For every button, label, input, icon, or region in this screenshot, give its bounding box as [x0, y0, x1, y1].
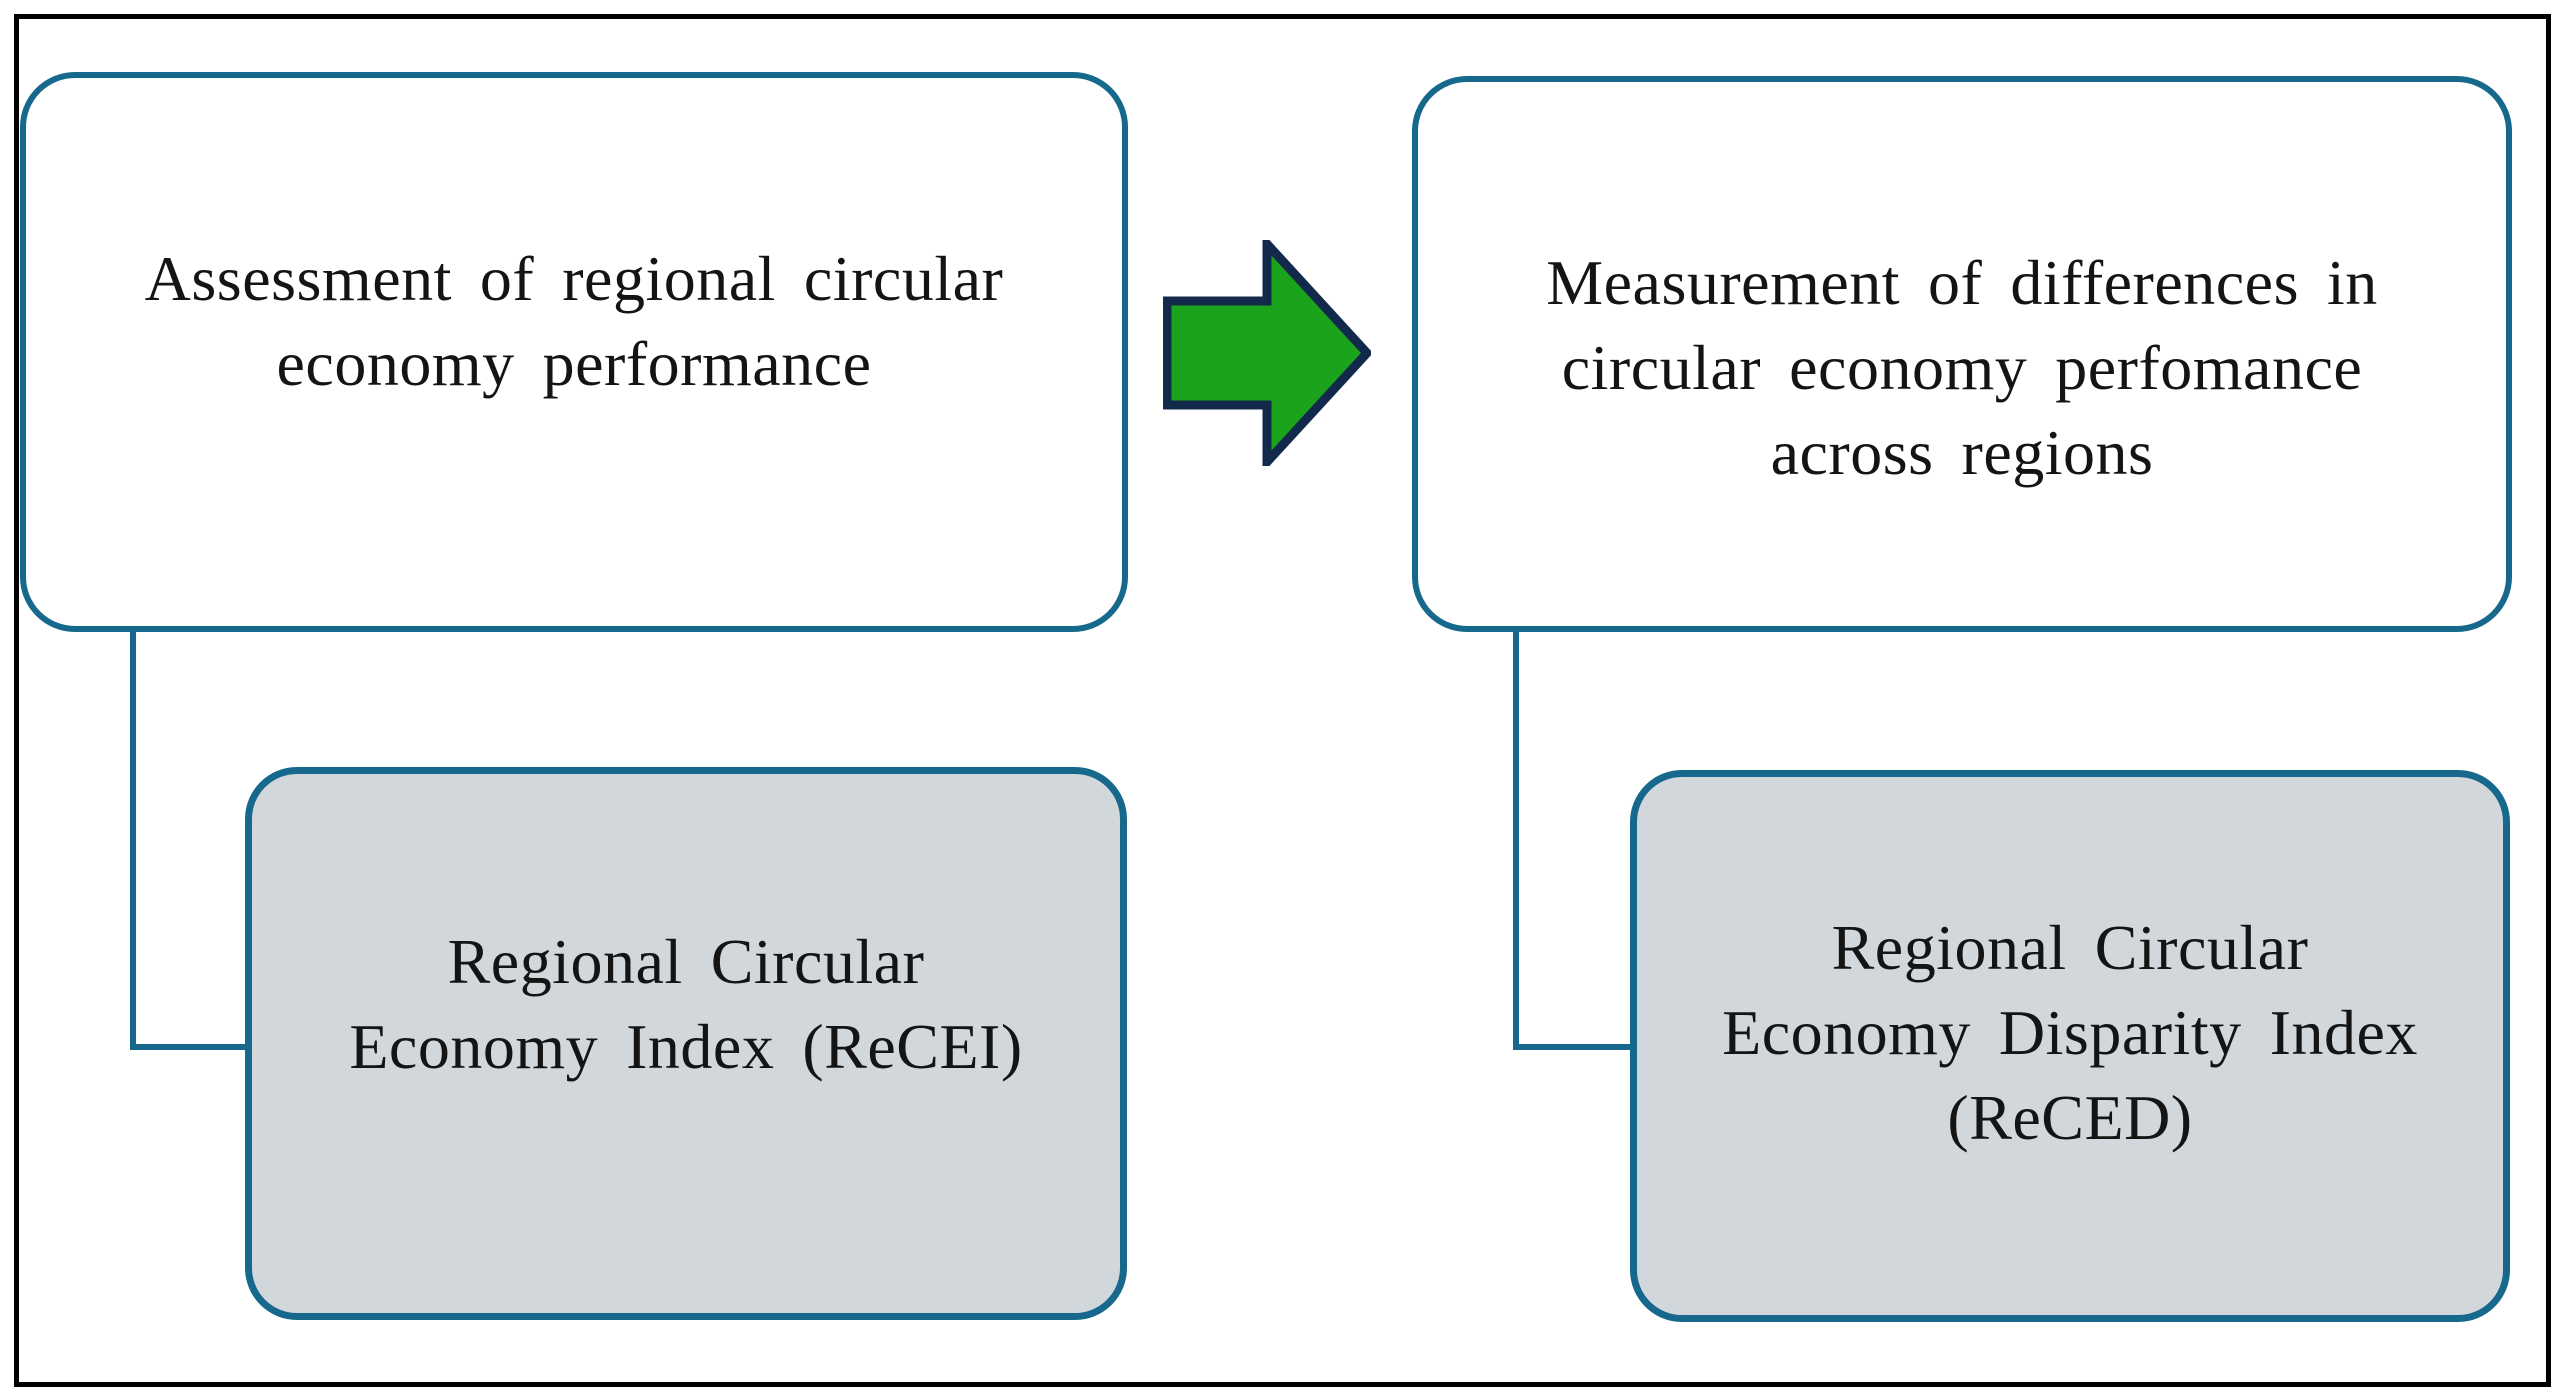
assessment-box: Assessment of regional circular economy … — [20, 72, 1128, 632]
reced-box-line-2: Economy Disparity Index — [1722, 997, 2418, 1068]
recei-box-line-2: Economy Index (ReCEI) — [349, 1011, 1023, 1082]
outer-frame — [14, 14, 2551, 1387]
recei-box-line-1: Regional Circular — [447, 926, 925, 997]
recei-box: Regional Circular Economy Index (ReCEI) — [245, 767, 1127, 1320]
right-connector-vertical-line — [1513, 630, 1519, 1050]
measurement-box-line-2: circular economy perfomance — [1561, 332, 2363, 403]
flow-arrow-icon — [1163, 240, 1371, 466]
measurement-box: Measurement of differences in circular e… — [1412, 76, 2512, 632]
left-connector-horizontal-line — [130, 1044, 251, 1050]
left-connector-vertical-line — [130, 630, 136, 1050]
measurement-box-line-1: Measurement of differences in — [1546, 247, 2378, 318]
reced-box-line-1: Regional Circular — [1831, 912, 2309, 983]
right-connector-horizontal-line — [1513, 1044, 1636, 1050]
measurement-box-line-3: across regions — [1770, 417, 2154, 488]
reced-box: Regional Circular Economy Disparity Inde… — [1630, 770, 2510, 1322]
reced-box-line-3: (ReCED) — [1947, 1082, 2193, 1153]
assessment-box-line-1: Assessment of regional circular — [144, 243, 1004, 314]
assessment-box-line-2: economy performance — [276, 328, 872, 399]
